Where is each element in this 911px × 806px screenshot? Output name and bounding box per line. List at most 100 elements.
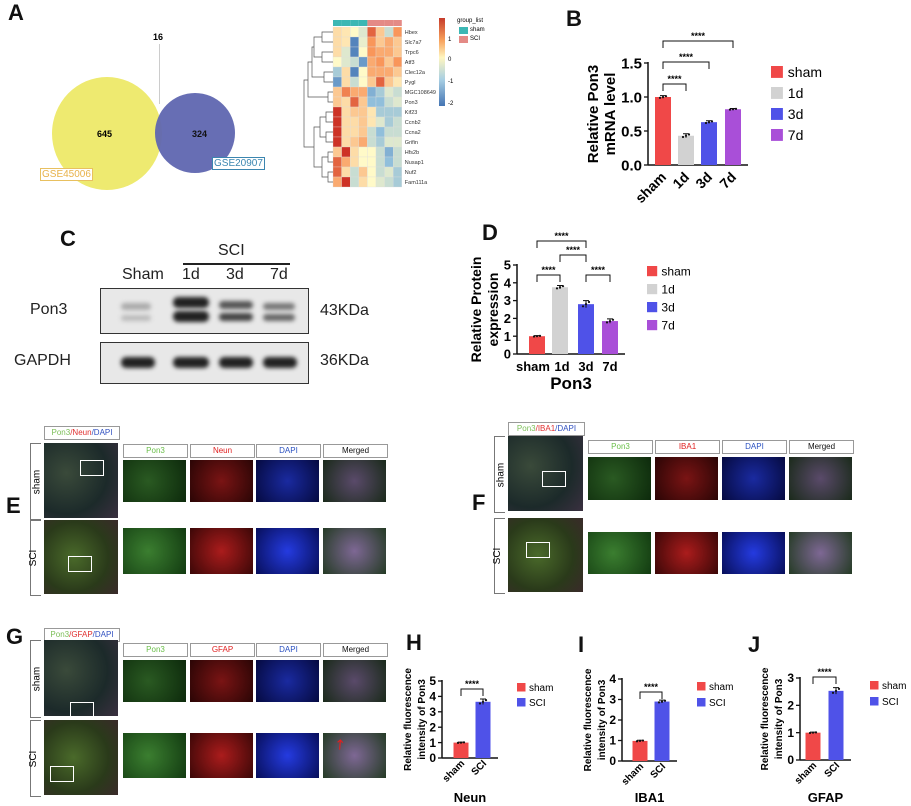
gene-label: Ccnb2: [405, 120, 421, 126]
gene-label: Ccna2: [405, 130, 421, 136]
micrograph-sham-pon3: [123, 460, 186, 502]
significance-label: ****: [644, 682, 659, 692]
x-tick-label: sham: [441, 758, 467, 784]
data-point: [704, 121, 708, 125]
data-point: [481, 700, 485, 703]
channel-header: Pon3: [123, 444, 188, 458]
legend-label: 1d: [661, 283, 674, 297]
y-axis-title: expression: [485, 273, 501, 347]
significance-label: ****: [667, 74, 682, 84]
micrograph-sham-pon3: [123, 660, 186, 702]
overlap-count: 16: [153, 32, 164, 42]
channel-name: /DAPI: [91, 428, 113, 437]
micrograph-sci-dapi: [256, 528, 319, 574]
band: [263, 303, 295, 310]
zoom-region-box: [70, 702, 94, 718]
gene-label: Clec12a: [405, 70, 426, 76]
channel-name: /DAPI: [92, 630, 114, 639]
panel-label-f: F: [472, 490, 486, 515]
data-point: [681, 135, 685, 139]
bar-7d: [725, 109, 741, 165]
group-annotation-cell: [350, 20, 359, 26]
micrograph-sham-gfap: [190, 660, 253, 702]
data-point: [728, 108, 732, 111]
overview-micrograph-sham: [44, 443, 118, 518]
data-point: [661, 95, 665, 99]
legend-swatch: [647, 284, 658, 295]
legend-label: 3d: [661, 301, 674, 315]
gene-label: Nusap1: [405, 160, 424, 166]
blot-pon3: [100, 288, 309, 334]
micrograph-sham-dapi: [256, 660, 319, 702]
data-point: [611, 318, 615, 321]
significance-bracket: [585, 274, 611, 282]
significance-bracket: [559, 254, 587, 262]
band: [219, 301, 253, 309]
venn-label-left: GSE45006: [40, 168, 93, 181]
micrograph-sci-pon3: [588, 532, 651, 574]
legend-label: SCI: [529, 698, 546, 709]
y-tick-label: 2: [429, 720, 436, 734]
y-tick-label: 1: [787, 726, 794, 740]
data-point: [456, 741, 460, 744]
data-point: [587, 300, 591, 304]
significance-label: ****: [591, 265, 606, 275]
channel-name: /Neun: [70, 428, 92, 437]
bar-sham: [805, 732, 821, 760]
y-tick-label: 0: [504, 347, 511, 362]
lane-label: 1d: [182, 266, 200, 283]
colorbar-tick: 1: [448, 37, 452, 43]
data-point: [535, 335, 539, 338]
micrograph-sci-merged: [323, 528, 386, 574]
data-point: [664, 95, 668, 98]
legend-label: SCI: [709, 698, 726, 709]
data-point: [462, 741, 466, 744]
significance-label: ****: [817, 667, 832, 677]
lane-label: 7d: [270, 266, 288, 283]
significance-label: ****: [691, 31, 706, 41]
panel-label-g: G: [6, 624, 24, 649]
y-tick-label: 0.5: [621, 123, 642, 140]
significance-label: ****: [465, 679, 480, 689]
y-axis-title: Relative fluorescence: [583, 668, 594, 771]
colorbar-tick: 0: [448, 57, 452, 63]
data-point: [459, 741, 463, 744]
x-tick-label: SCI: [470, 758, 490, 778]
bar-7d: [602, 321, 618, 354]
legend-swatch: [771, 66, 783, 78]
micrograph-sham-merged: [789, 457, 852, 500]
group-annotation-cell: [341, 20, 351, 26]
micrograph-sci-pon3: [123, 528, 186, 574]
band: [121, 357, 155, 368]
y-tick-label: 1.5: [621, 55, 642, 72]
legend-swatch: [771, 129, 783, 141]
data-point: [657, 701, 661, 704]
data-point: [478, 702, 482, 705]
gene-label: MGC108649: [405, 90, 436, 96]
x-tick-label: 1d: [554, 359, 569, 374]
channel-name: /DAPI: [555, 424, 577, 433]
data-point: [538, 334, 542, 337]
data-point: [658, 96, 662, 99]
group-underline: [183, 263, 290, 265]
channel-name: /GFAP: [69, 630, 93, 639]
panel-label-b: B: [566, 6, 582, 31]
legend-swatch-sci: [459, 36, 468, 43]
band: [219, 357, 253, 368]
y-tick-label: 0.0: [621, 157, 642, 174]
x-tick-label: 1d: [669, 169, 692, 192]
micrograph-sham-dapi: [256, 460, 319, 502]
row-dendrogram: [303, 31, 333, 183]
gene-label: Pon3: [405, 100, 418, 106]
zoom-region-box: [80, 460, 104, 476]
band: [173, 357, 209, 368]
micrograph-sham-neun: [190, 460, 253, 502]
data-point: [558, 286, 562, 289]
legend-label: sham: [661, 265, 690, 279]
channel-header: Merged: [789, 440, 854, 454]
bar-3d: [578, 304, 594, 354]
panel-label-c: C: [60, 226, 76, 251]
